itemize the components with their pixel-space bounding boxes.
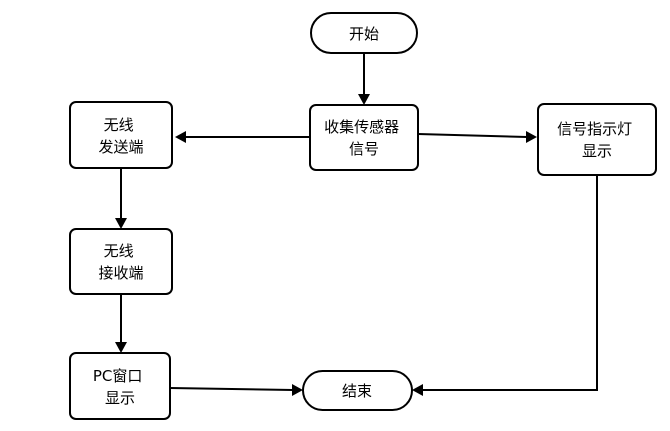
- svg-text:PC窗口 显示: PC窗口 显示: [93, 367, 147, 407]
- edge-collect-to-wireless-tx: [175, 131, 310, 143]
- svg-text:收集传感器 信号: 收集传感器 信号: [324, 118, 404, 158]
- node-wireless-tx-line-2: 发送端: [98, 138, 143, 156]
- node-wireless-tx-line-1: 无线: [104, 116, 134, 134]
- svg-text:无线 发送端: 无线 发送端: [98, 116, 143, 156]
- node-end: 结束: [302, 370, 413, 411]
- node-pc-line-1: PC窗口: [93, 367, 143, 385]
- edge-led-to-end: [412, 175, 598, 396]
- node-led-line-1: 信号指示灯: [557, 120, 632, 138]
- node-collect-line-1: 收集传感器: [324, 118, 399, 136]
- edges: [115, 53, 598, 396]
- svg-text:开始: 开始: [349, 25, 379, 43]
- node-wireless-transmitter: 无线 发送端: [69, 101, 173, 169]
- edge-pc-to-end: [169, 384, 303, 396]
- node-start: 开始: [310, 12, 418, 54]
- node-collect-sensor-signal: 收集传感器 信号: [309, 104, 419, 171]
- node-wireless-rx-line-2: 接收端: [98, 264, 143, 282]
- node-led-line-2: 显示: [582, 142, 612, 160]
- node-collect-line-2: 信号: [349, 140, 379, 158]
- edge-start-to-collect: [358, 53, 370, 105]
- node-pc-line-2: 显示: [105, 389, 135, 407]
- node-wireless-receiver: 无线 接收端: [69, 228, 173, 295]
- edge-wireless-tx-to-rx: [115, 168, 127, 229]
- edge-wireless-rx-to-pc: [115, 294, 127, 353]
- node-pc-window-display: PC窗口 显示: [69, 352, 171, 420]
- edge-collect-to-led: [417, 131, 537, 143]
- node-start-line-1: 开始: [349, 25, 379, 43]
- svg-text:结束: 结束: [342, 382, 372, 400]
- node-wireless-rx-line-1: 无线: [104, 242, 134, 260]
- svg-text:无线 接收端: 无线 接收端: [98, 242, 143, 282]
- svg-text:信号指示灯 显示: 信号指示灯 显示: [557, 120, 637, 160]
- node-end-line-1: 结束: [342, 382, 372, 400]
- node-signal-led-display: 信号指示灯 显示: [537, 103, 657, 176]
